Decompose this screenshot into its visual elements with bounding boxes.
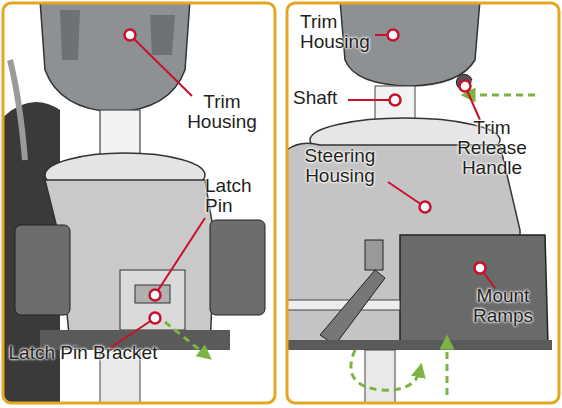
part-label: Latch Pin Bracket [8,343,158,363]
part-label: Latch Pin [205,176,267,216]
part-label: Steering Housing [288,146,392,186]
leader-lines [110,35,495,348]
right-illustration [287,3,552,403]
part-label: Shaft [293,88,353,108]
part-label: Trim Housing [300,12,382,52]
part-label: Mount Ramps [455,286,551,326]
callout-markers [125,30,486,324]
part-label: Trim Release Handle [446,118,538,178]
part-label: Trim Housing [176,92,268,132]
